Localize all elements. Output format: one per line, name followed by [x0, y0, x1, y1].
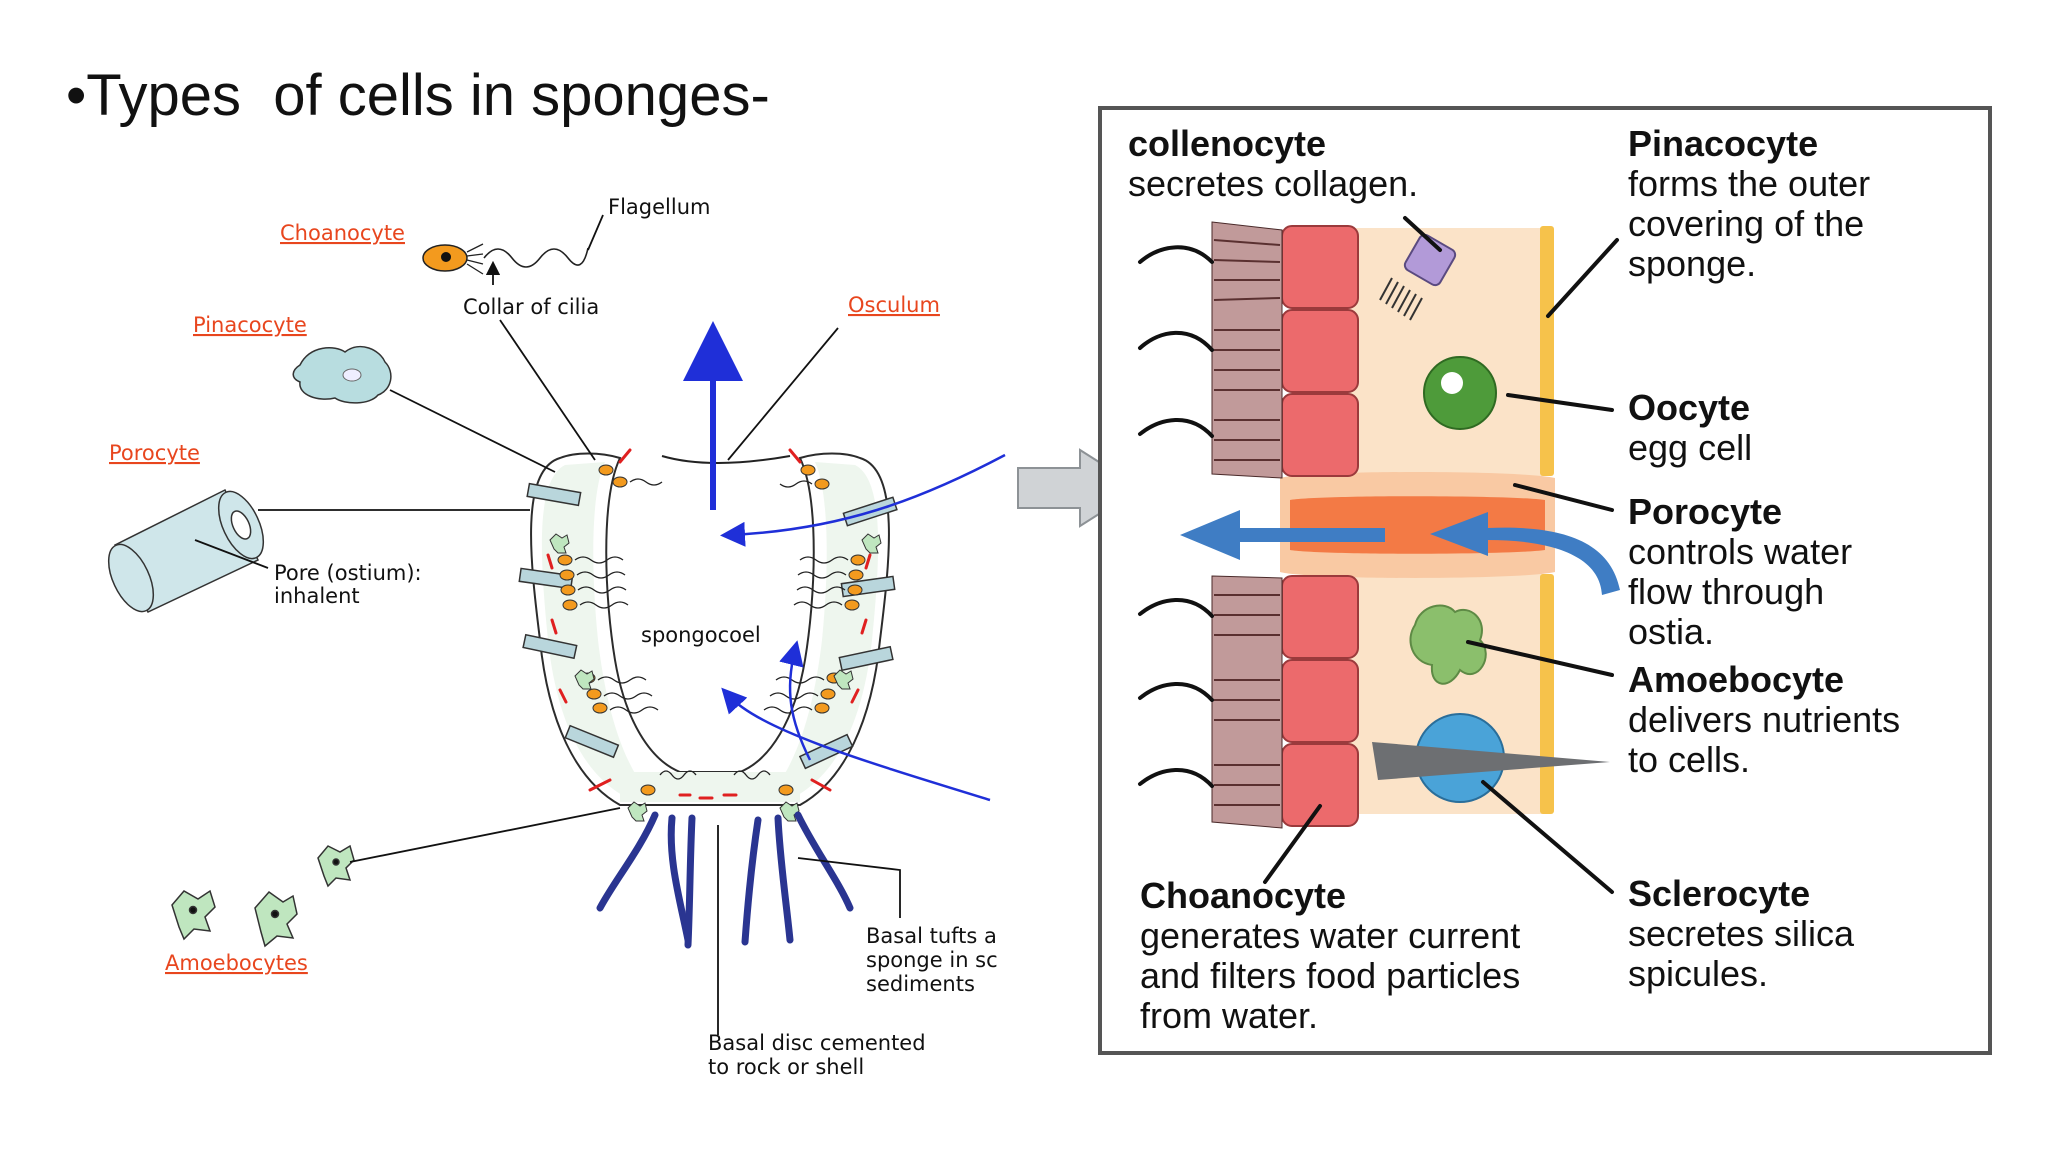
osculum-rim	[661, 455, 791, 464]
label-collar-of-cilia: Collar of cilia	[463, 295, 599, 319]
flagella-squiggles	[574, 478, 849, 780]
label-osculum: Osculum	[848, 293, 940, 317]
detail-desc-pinacocyte-2: covering of the	[1628, 203, 1864, 244]
detail-label-pinacocyte: Pinacocyte	[1628, 123, 1818, 164]
sponge-body-outer-wall	[530, 452, 890, 806]
water-flow-arrows	[683, 321, 1006, 802]
detail-label-oocyte: Oocyte	[1628, 387, 1750, 428]
slide-title: •Types of cells in sponges-	[66, 63, 770, 128]
collar-hatching	[1213, 239, 1281, 806]
detail-desc-amoebocyte-1: delivers nutrients	[1628, 699, 1900, 740]
label-flagellum: Flagellum	[608, 195, 710, 219]
choanocyte-flagella	[1138, 245, 1214, 788]
detail-desc-choanocyte-1: generates water current	[1140, 915, 1520, 956]
label-basal-disc-line1: Basal disc cemented	[708, 1031, 926, 1055]
detail-desc-oocyte-1: egg cell	[1628, 427, 1752, 468]
sponge-diagram: Choanocyte Flagellum Collar of cilia Pin…	[107, 195, 1006, 1079]
label-basal-tufts-line2: sponge in sc	[866, 948, 998, 972]
detail-desc-amoebocyte-2: to cells.	[1628, 739, 1750, 780]
label-porocyte: Porocyte	[109, 441, 200, 465]
detail-desc-porocyte-3: ostia.	[1628, 611, 1714, 652]
detail-leader-lines	[1263, 216, 1619, 894]
detail-desc-choanocyte-3: from water.	[1140, 995, 1318, 1036]
pinacocyte-nucleus	[342, 368, 362, 382]
wall-amoebocytes	[549, 533, 882, 822]
oocyte-nucleus	[1441, 372, 1463, 394]
detail-desc-collenocyte: secretes collagen.	[1128, 163, 1418, 204]
silica-spicule	[1372, 742, 1610, 780]
label-amoebocytes: Amoebocytes	[165, 951, 308, 975]
leader-lines	[194, 214, 901, 1035]
label-basal-tufts-line3: sediments	[866, 972, 975, 996]
detail-desc-sclerocyte-2: spicules.	[1628, 953, 1768, 994]
detail-desc-porocyte-2: flow through	[1628, 571, 1824, 612]
detail-desc-pinacocyte-3: sponge.	[1628, 243, 1756, 284]
sponge-mesohyl-right	[770, 462, 879, 795]
detail-label-collenocyte: collenocyte	[1128, 123, 1326, 164]
detail-label-choanocyte: Choanocyte	[1140, 875, 1346, 916]
amoebocyte-illustrations	[171, 844, 355, 948]
label-pinacocyte: Pinacocyte	[193, 313, 307, 337]
label-choanocyte: Choanocyte	[280, 221, 405, 245]
pinacocyte-edge-lower	[1540, 574, 1554, 814]
oocyte-cell	[1423, 356, 1497, 430]
porocyte-core	[1290, 496, 1545, 554]
detail-desc-pinacocyte-1: forms the outer	[1628, 163, 1870, 204]
detail-desc-choanocyte-2: and filters food particles	[1140, 955, 1520, 996]
label-basal-tufts-line1: Basal tufts a	[866, 924, 997, 948]
label-basal-disc-line2: to rock or shell	[708, 1055, 864, 1079]
collenocyte-cell	[1379, 233, 1457, 321]
label-spongocoel: spongocoel	[641, 623, 761, 647]
detail-label-porocyte: Porocyte	[1628, 491, 1782, 532]
amoebocyte-cell	[1409, 604, 1487, 685]
pinacocyte-illustration	[292, 345, 392, 404]
label-pore-line1: Pore (ostium):	[274, 561, 422, 585]
choanocyte-illustration	[422, 243, 589, 275]
label-pore-line2: inhalent	[274, 584, 360, 608]
porocyte-tubes	[518, 482, 898, 770]
porocyte-illustration	[107, 488, 265, 613]
detail-desc-porocyte-1: controls water	[1628, 531, 1852, 572]
detail-label-sclerocyte: Sclerocyte	[1628, 873, 1810, 914]
sponge-mesohyl	[541, 462, 650, 795]
detail-label-amoebocyte: Amoebocyte	[1628, 659, 1844, 700]
detail-flow-arrows	[1180, 510, 1620, 595]
detail-desc-sclerocyte-1: secretes silica	[1628, 913, 1855, 954]
spicules	[546, 448, 872, 800]
basal-tufts	[596, 811, 854, 949]
pinacocyte-edge-upper	[1540, 226, 1554, 476]
cell-detail-diagram: collenocyte secretes collagen. Pinacocyt…	[1098, 106, 1992, 1055]
